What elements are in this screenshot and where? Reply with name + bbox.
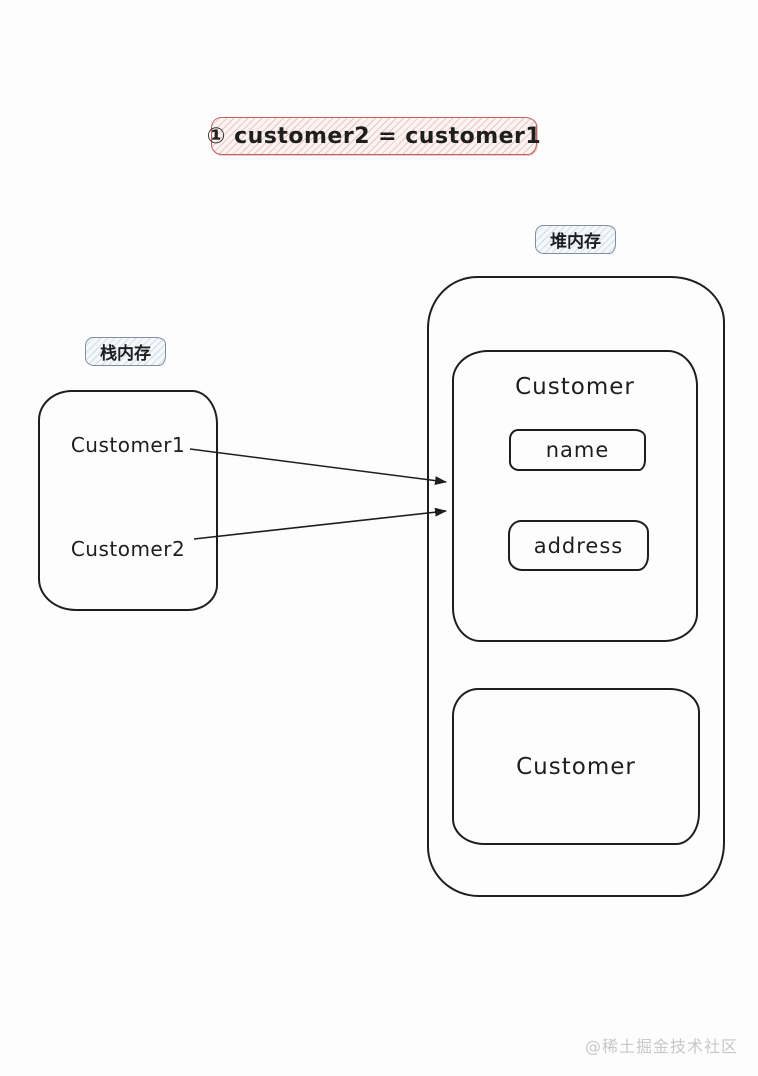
step-title-badge: ① customer2 = customer1	[207, 117, 541, 155]
heap-object-customer-2: Customer	[452, 688, 700, 845]
heap-object-customer-1: Customer name address	[452, 350, 698, 642]
arrow-customer2-to-object	[193, 507, 447, 540]
field-address-box: address	[508, 520, 649, 571]
stack-memory-label: 栈内存	[85, 337, 166, 366]
heap-memory-label: 堆内存	[535, 225, 616, 254]
watermark: @稀土掘金技术社区	[584, 1037, 738, 1056]
arrow-customer1-to-object	[189, 448, 447, 486]
stack-variable-customer2: Customer2	[70, 537, 186, 561]
heap-object-1-title: Customer	[515, 374, 635, 400]
stack-memory-box: Customer1 Customer2	[38, 390, 218, 611]
stack-variable-customer1: Customer1	[70, 433, 186, 457]
heap-memory-box	[427, 276, 725, 897]
heap-object-2-title: Customer	[516, 753, 636, 780]
field-name-box: name	[509, 429, 646, 471]
